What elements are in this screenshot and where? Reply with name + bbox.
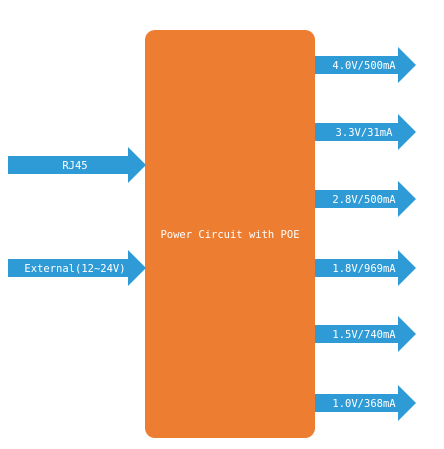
output-arrow-4v0: 4.0V/500mA xyxy=(315,47,416,83)
output-arrow-3v3: 3.3V/31mA xyxy=(315,114,416,150)
output-label-4v0: 4.0V/500mA xyxy=(332,60,396,72)
input-arrow-external: External(12~24V) xyxy=(8,250,146,286)
output-arrow-2v8: 2.8V/500mA xyxy=(315,181,416,217)
input-arrow-rj45: RJ45 xyxy=(8,147,146,183)
input-label-external: External(12~24V) xyxy=(24,263,125,275)
output-arrow-1v8: 1.8V/969mA xyxy=(315,250,416,286)
output-label-2v8: 2.8V/500mA xyxy=(332,194,396,206)
output-arrow-1v0-shape xyxy=(315,385,416,421)
input-arrow-external-shape xyxy=(8,250,146,286)
output-label-1v5: 1.5V/740mA xyxy=(332,329,396,341)
power-circuit-block xyxy=(145,30,315,438)
input-label-rj45: RJ45 xyxy=(62,160,87,172)
output-arrow-1v8-shape xyxy=(315,250,416,286)
output-arrow-4v0-shape xyxy=(315,47,416,83)
output-label-1v8: 1.8V/969mA xyxy=(332,263,396,275)
output-label-3v3: 3.3V/31mA xyxy=(336,127,394,139)
power-circuit-label: Power Circuit with POE xyxy=(160,229,299,241)
output-label-1v0: 1.0V/368mA xyxy=(332,398,396,410)
output-arrow-2v8-shape xyxy=(315,181,416,217)
output-arrow-1v0: 1.0V/368mA xyxy=(315,385,416,421)
output-arrow-3v3-shape xyxy=(315,114,416,150)
input-arrow-rj45-shape xyxy=(8,147,146,183)
output-arrow-1v5-shape xyxy=(315,316,416,352)
output-arrow-1v5: 1.5V/740mA xyxy=(315,316,416,352)
